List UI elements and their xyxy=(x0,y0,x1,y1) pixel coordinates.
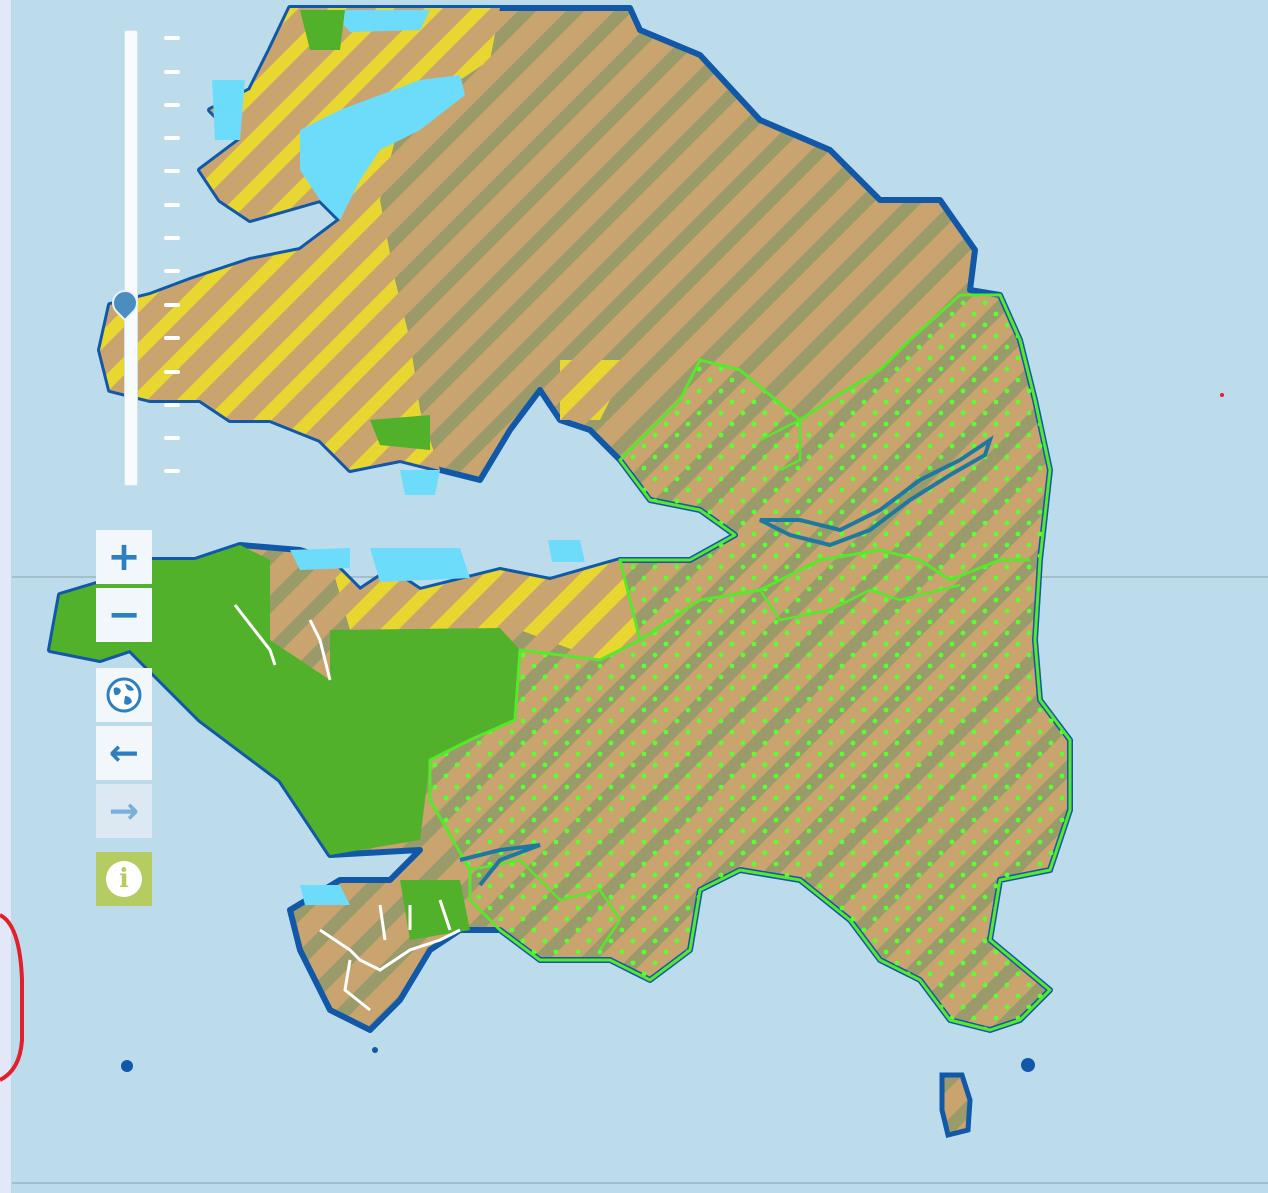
left-panel-edge xyxy=(0,0,12,1193)
protected-area-dotted xyxy=(428,293,1072,1032)
inland-water-small xyxy=(548,540,585,562)
zoom-in-button[interactable]: + xyxy=(96,530,152,584)
boundary-line-3 xyxy=(469,858,622,951)
islet-east xyxy=(1021,1058,1035,1072)
zoom-tick[interactable] xyxy=(164,236,180,240)
zoom-tick[interactable] xyxy=(164,303,180,307)
inland-water-north-bay xyxy=(330,10,430,32)
boundary-line-2 xyxy=(758,583,961,622)
info-icon: i xyxy=(106,861,142,897)
zoom-tick[interactable] xyxy=(164,269,180,273)
identify-button[interactable]: i xyxy=(96,852,152,906)
islet-south xyxy=(939,1072,973,1139)
inland-water-north xyxy=(300,75,465,220)
zoom-slider-track[interactable] xyxy=(124,30,138,486)
boundary-line-4 xyxy=(759,417,802,472)
islet-west xyxy=(121,1060,133,1072)
globe-icon xyxy=(106,677,142,713)
next-extent-button[interactable]: → xyxy=(96,784,152,838)
inland-water-south-bay xyxy=(290,548,350,570)
river xyxy=(759,435,994,548)
zoom-tick[interactable] xyxy=(164,203,180,207)
zoom-tick[interactable] xyxy=(164,136,180,140)
islet-tiny xyxy=(372,1047,378,1053)
zoom-tick[interactable] xyxy=(164,70,180,74)
inland-water-mid xyxy=(370,548,470,582)
yellow-zone-north xyxy=(100,8,500,470)
previous-extent-button[interactable]: ← xyxy=(96,726,152,780)
selection-outline xyxy=(0,913,24,1082)
forest-zone-small xyxy=(370,415,430,450)
forest-zone-sw xyxy=(400,880,470,940)
inland-water-pond xyxy=(400,470,440,495)
forest-zone-north xyxy=(300,10,345,50)
yellow-zone-center xyxy=(560,360,630,420)
zoom-tick[interactable] xyxy=(164,436,180,440)
zoom-out-button[interactable]: − xyxy=(96,588,152,642)
river-south xyxy=(459,843,541,887)
road-sw xyxy=(319,899,461,1012)
inland-water-sw xyxy=(300,885,350,905)
map-bottom-border xyxy=(12,1182,1268,1184)
selected-point-marker xyxy=(1220,393,1224,397)
full-extent-button[interactable] xyxy=(96,668,152,722)
road-west xyxy=(233,604,332,681)
zoom-tick[interactable] xyxy=(164,469,180,473)
zoom-tick[interactable] xyxy=(164,370,180,374)
zoom-slider[interactable] xyxy=(106,28,188,488)
zoom-tick[interactable] xyxy=(164,403,180,407)
inland-water-west xyxy=(212,80,245,140)
zoom-tick[interactable] xyxy=(164,336,180,340)
zoom-tick[interactable] xyxy=(164,36,180,40)
zoom-tick[interactable] xyxy=(164,169,180,173)
forest-zone-west xyxy=(50,545,520,855)
boundary-line-1 xyxy=(639,548,1030,642)
zoom-tick[interactable] xyxy=(164,103,180,107)
